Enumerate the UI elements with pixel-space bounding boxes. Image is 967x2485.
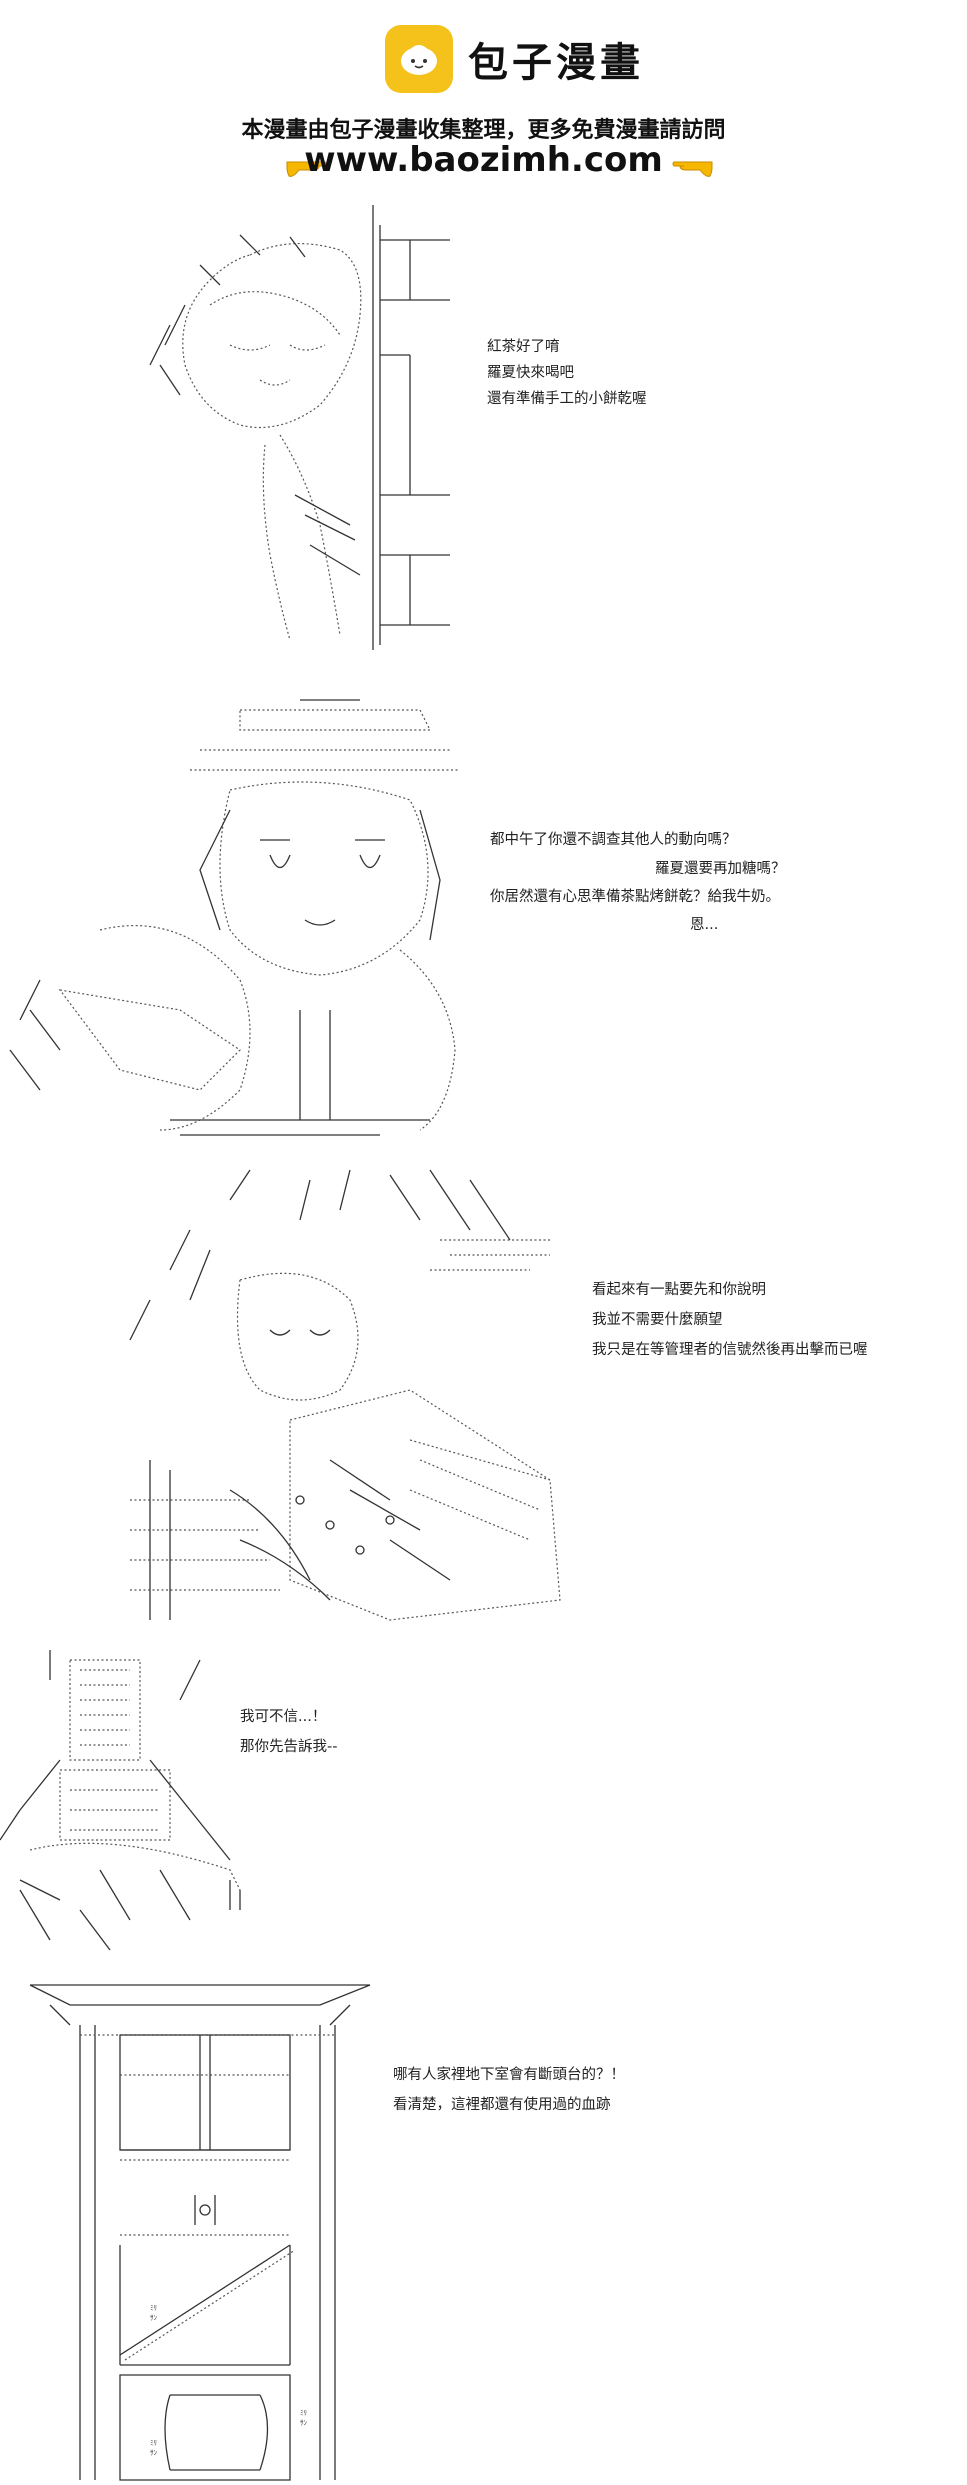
comic-panel-3: 看起來有一點要先和你說明 我並不需要什麼願望 我只是在等管理者的信號然後再出擊而…	[0, 1160, 967, 1630]
pointing-hand-right-icon	[286, 161, 327, 177]
ascii-art-hatted-character	[9, 699, 460, 1136]
dialogue-line: 那你先告訴我--	[240, 1739, 338, 1755]
dialogue-line: 哪有人家裡地下室會有斷頭台的？！	[393, 2067, 625, 2083]
svg-text:ｻﾝ: ｻﾝ	[150, 2314, 157, 2322]
dialogue-line: 你居然還有心思準備茶點烤餅乾？給我牛奶。	[490, 889, 780, 905]
site-url-link[interactable]: www.baozimh.com	[304, 140, 663, 180]
dialogue-line: 我只是在等管理者的信號然後再出擊而已喔	[592, 1342, 868, 1358]
svg-text:ｻﾝ: ｻﾝ	[300, 2419, 308, 2427]
dialogue-line: 看清楚，這裡都還有使用過的血跡	[393, 2097, 611, 2113]
site-logo-text[interactable]: 包子漫畫	[468, 40, 644, 86]
svg-text:ﾐﾘ: ﾐﾘ	[150, 2304, 157, 2312]
pointing-hand-left-icon	[672, 161, 713, 177]
dialogue-line: 我並不需要什麼願望	[592, 1312, 723, 1328]
ascii-art-caped-figure	[129, 1169, 561, 1621]
svg-text:ﾐﾘ: ﾐﾘ	[150, 2439, 157, 2447]
ascii-art-robed-figure	[0, 1650, 241, 1951]
comic-panel-1: 紅茶好了唷 羅夏快來喝吧 還有準備手工的小餅乾喔	[0, 195, 967, 665]
comic-panel-5: ﾐﾘ ｻﾝ ﾐﾘ ｻﾝ ﾐﾘ ｻﾝ 哪有人家裡地下室會有斷頭台的？！ 看清楚，這…	[0, 1975, 967, 2485]
comic-panel-4: 我可不信...！ 那你先告訴我--	[0, 1640, 967, 1970]
dialogue-line: 都中午了你還不調查其他人的動向嗎？	[490, 832, 737, 848]
comic-panel-2: 都中午了你還不調查其他人的動向嗎？ 羅夏還要再加糖嗎？ 你居然還有心思準備茶點烤…	[0, 690, 967, 1160]
site-header: 包子漫畫 本漫畫由包子漫畫收集整理，更多免費漫畫請訪問 www.baozimh.…	[0, 0, 967, 190]
svg-text:ｻﾝ: ｻﾝ	[150, 2449, 157, 2457]
site-subtitle: 本漫畫由包子漫畫收集整理，更多免費漫畫請訪問	[241, 118, 726, 143]
dialogue-line: 羅夏快來喝吧	[487, 365, 574, 381]
baozi-logo-icon	[385, 25, 453, 93]
ascii-art-girl-at-door	[149, 205, 450, 650]
dialogue-line: 羅夏還要再加糖嗎？	[655, 861, 786, 877]
ascii-art-guillotine: ﾐﾘ ｻﾝ ﾐﾘ ｻﾝ ﾐﾘ ｻﾝ	[29, 1984, 371, 2481]
svg-text:ﾐﾘ: ﾐﾘ	[300, 2409, 307, 2417]
dialogue-line: 還有準備手工的小餅乾喔	[487, 391, 647, 407]
dialogue-line: 看起來有一點要先和你說明	[592, 1282, 766, 1298]
dialogue-line: 恩...	[690, 917, 719, 933]
dialogue-line: 我可不信...！	[240, 1709, 327, 1725]
dialogue-line: 紅茶好了唷	[487, 339, 560, 355]
